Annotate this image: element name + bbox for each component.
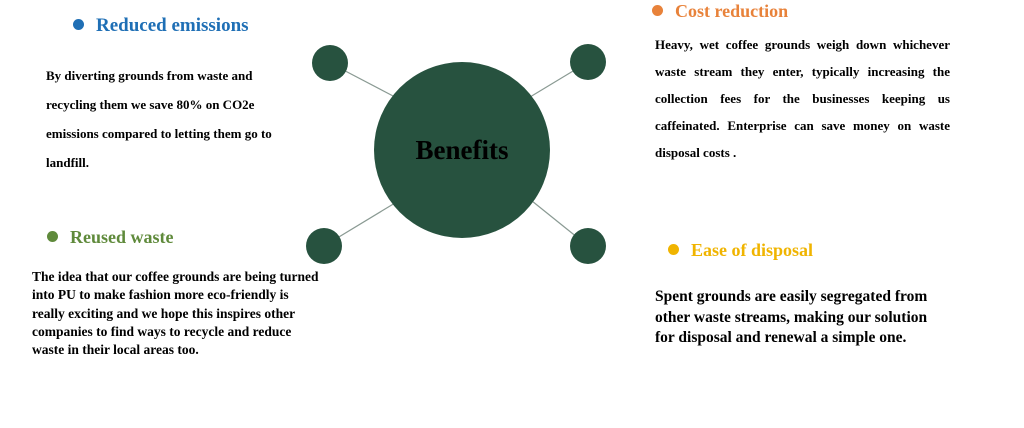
reused-waste-heading: Reused waste — [47, 227, 174, 248]
reused-waste-bullet-icon — [47, 231, 58, 243]
cost-reduction-text: Heavy, wet coffee grounds weigh down whi… — [655, 37, 950, 160]
reduced-emissions-title: Reduced emissions — [96, 15, 249, 36]
ease-of-disposal-bullet-icon — [668, 244, 679, 256]
node-bottom-right — [570, 228, 606, 264]
ease-of-disposal-heading: Ease of disposal — [668, 240, 813, 261]
node-bottom-left — [306, 228, 342, 264]
cost-reduction-bullet-icon — [652, 5, 663, 17]
cost-reduction-title: Cost reduction — [675, 1, 789, 21]
reduced-emissions-text: By diverting grounds from waste and recy… — [46, 68, 272, 170]
reused-waste-text: The idea that our coffee grounds are bei… — [32, 269, 319, 358]
node-top-left — [312, 45, 348, 81]
reduced-emissions-bullet-icon — [73, 19, 84, 31]
node-top-right — [570, 44, 606, 80]
ease-of-disposal-text: Spent grounds are easily segregated from… — [655, 288, 928, 346]
reused-waste-title: Reused waste — [70, 227, 174, 247]
reduced-emissions-heading: Reduced emissions — [73, 15, 249, 37]
ease-of-disposal-title: Ease of disposal — [691, 240, 814, 260]
cost-reduction-heading: Cost reduction — [652, 1, 788, 22]
center-node — [374, 62, 550, 238]
